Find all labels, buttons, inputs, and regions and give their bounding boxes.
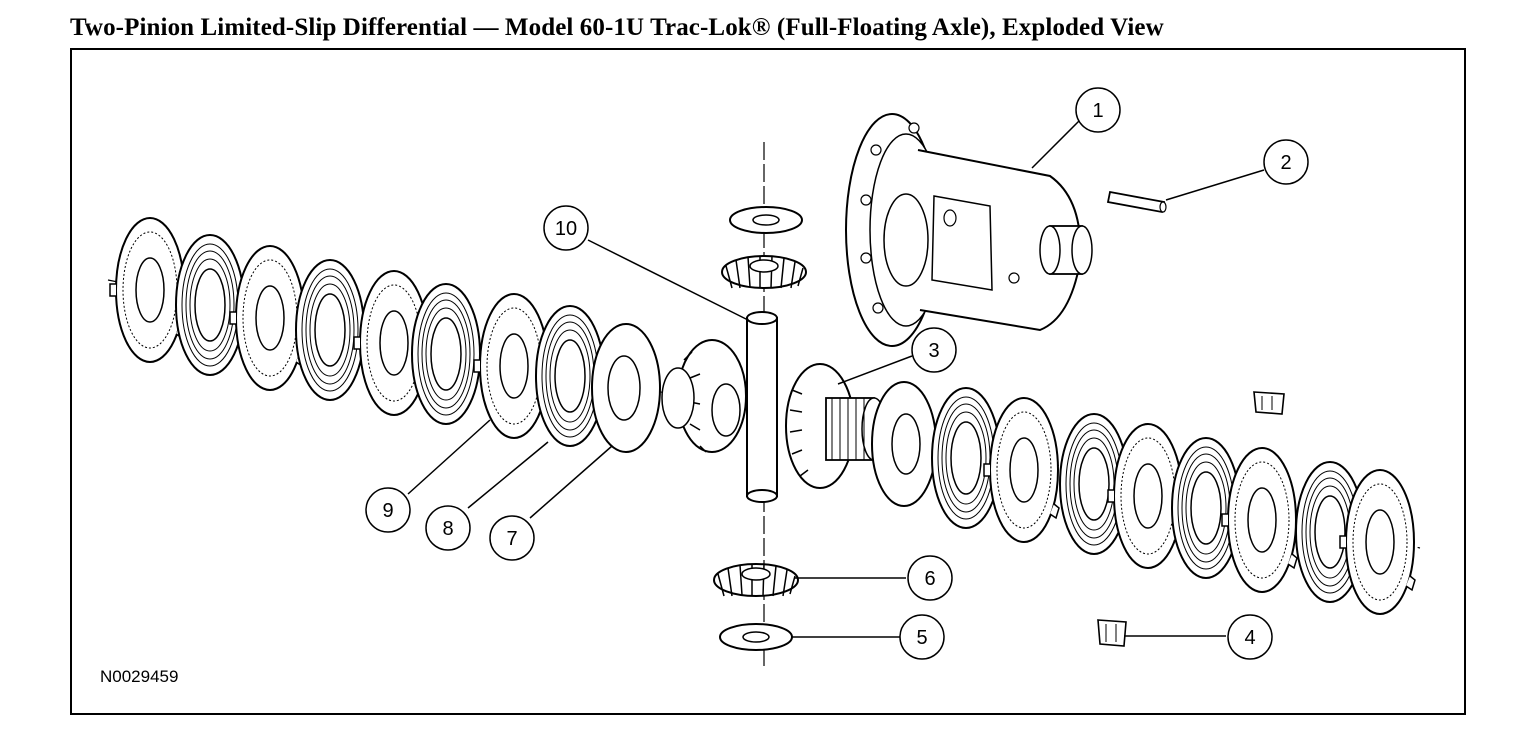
callout-1: 1	[1075, 87, 1121, 133]
svg-text:8: 8	[442, 518, 453, 540]
svg-text:4: 4	[1244, 627, 1255, 649]
callout-9: 9	[365, 487, 411, 533]
diagram-title: Two-Pinion Limited-Slip Differential — M…	[70, 14, 1164, 41]
callout-3: 3	[911, 327, 957, 373]
svg-text:3: 3	[928, 340, 939, 362]
lower-thrust-washer	[719, 623, 793, 651]
differential-case	[845, 113, 1093, 347]
dished-washer	[591, 323, 661, 453]
figure-id: N0029459	[100, 667, 179, 686]
upper-thrust-washer	[729, 206, 803, 234]
callout-4: 4	[1227, 614, 1273, 660]
callout-10: 10	[543, 205, 589, 251]
pinion-shaft	[746, 311, 778, 503]
left-clutch-disc-2	[229, 245, 306, 391]
left-side-gear	[661, 339, 747, 453]
right-side-gear	[785, 363, 887, 489]
svg-text:7: 7	[506, 528, 517, 550]
right-dished-washer	[871, 381, 937, 507]
callout-5: 5	[899, 614, 945, 660]
svg-text:9: 9	[382, 500, 393, 522]
left-clutch-plate-3	[411, 283, 481, 425]
callout-6: 6	[907, 555, 953, 601]
lower-pinion-gear	[713, 563, 799, 597]
svg-text:6: 6	[924, 568, 935, 590]
roll-pin	[1106, 190, 1167, 214]
upper-pinion-gear	[721, 255, 807, 289]
callout-8: 8	[425, 505, 471, 551]
left-clutch-plate-2	[295, 259, 365, 401]
spring-clip-lower	[1097, 619, 1127, 647]
left-clutch-disc-1	[109, 217, 186, 363]
spring-clip-upper	[1253, 391, 1285, 415]
svg-text:5: 5	[916, 627, 927, 649]
svg-text:10: 10	[555, 218, 577, 240]
svg-text:2: 2	[1280, 152, 1291, 174]
callout-2: 2	[1263, 139, 1309, 185]
diagram-frame	[70, 48, 1466, 715]
svg-text:1: 1	[1092, 100, 1103, 122]
callout-7: 7	[489, 515, 535, 561]
left-clutch-plate-1	[175, 234, 245, 376]
